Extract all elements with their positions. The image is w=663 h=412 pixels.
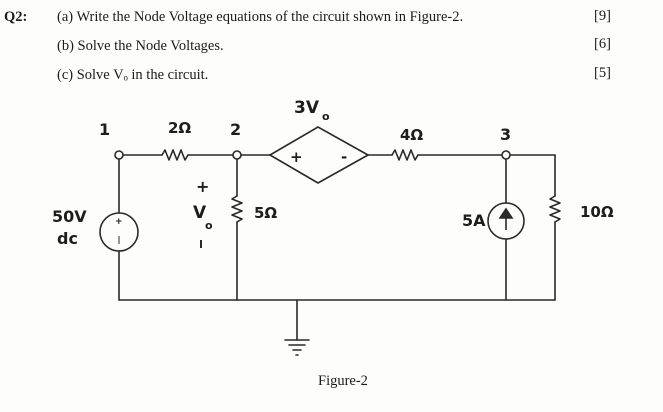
current-arrow-head xyxy=(498,207,514,219)
resistor-5ohm xyxy=(231,195,243,223)
resistor-4ohm-label: 4Ω xyxy=(400,126,423,144)
vo-label: V xyxy=(193,203,207,223)
voltage-source-value: 50V xyxy=(52,207,87,226)
dependent-source-subscript: o xyxy=(322,110,330,123)
node-1-label: 1 xyxy=(99,120,110,139)
resistor-5ohm-label: 5Ω xyxy=(254,204,277,222)
voltage-source-unit: dc xyxy=(57,229,78,248)
question-part-b: (b) Solve the Node Voltages. xyxy=(57,38,224,54)
node-3-label: 3 xyxy=(500,125,511,144)
question-part-c: (c) Solve Vₒ in the circuit. xyxy=(57,67,209,83)
dependent-source-label: 3V xyxy=(294,98,320,118)
vsource-plus: + xyxy=(115,217,123,227)
marks-part-c: [5] xyxy=(594,65,611,81)
resistor-10ohm xyxy=(549,195,561,223)
dep-source-minus: - xyxy=(341,148,347,166)
question-number: Q2: xyxy=(4,9,28,25)
vo-plus: + xyxy=(196,177,209,196)
node-2-terminal xyxy=(232,150,242,160)
current-source-label: 5A xyxy=(462,211,486,230)
resistor-2ohm-label: 2Ω xyxy=(168,119,191,137)
node-1-terminal xyxy=(114,150,124,160)
marks-part-a: [9] xyxy=(594,8,611,24)
resistor-4ohm xyxy=(391,149,419,161)
resistor-2ohm xyxy=(161,149,189,161)
figure-caption: Figure-2 xyxy=(318,373,368,389)
dep-source-plus: + xyxy=(290,148,303,166)
vo-subscript: o xyxy=(205,219,213,232)
question-part-a: (a) Write the Node Voltage equations of … xyxy=(57,9,464,25)
resistor-10ohm-label: 10Ω xyxy=(580,203,614,221)
dependent-source-diamond xyxy=(269,126,369,184)
node-3-terminal xyxy=(501,150,511,160)
node-2-label: 2 xyxy=(230,120,241,139)
marks-part-b: [6] xyxy=(594,36,611,52)
